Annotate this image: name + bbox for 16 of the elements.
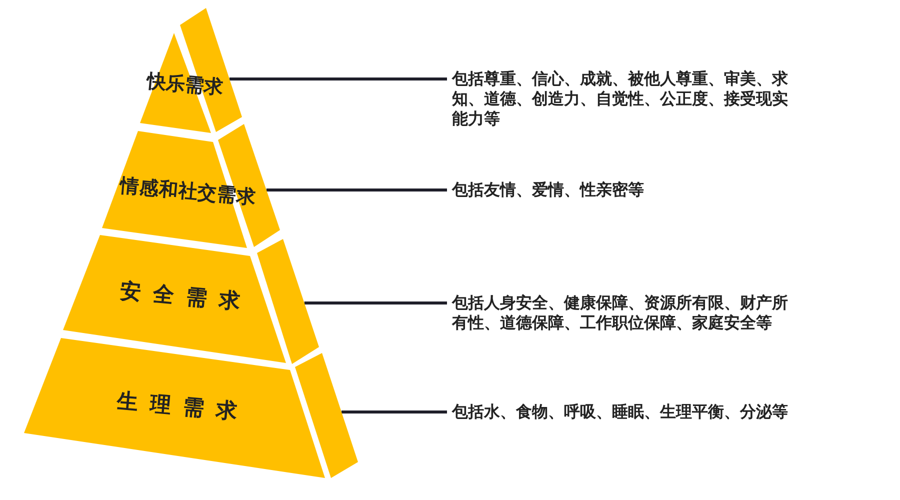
level-label: 快乐需求 xyxy=(146,71,224,99)
leader-line xyxy=(266,188,447,192)
description-text: 包括友情、爱情、性亲密等 xyxy=(452,180,802,200)
level-label: 情感和社交需求 xyxy=(119,176,257,208)
description-text: 包括尊重、信心、成就、被他人尊重、审美、求知、道德、创造力、自觉性、公正度、接受现实能力等 xyxy=(452,69,802,129)
level-label: 生理需求 xyxy=(116,390,250,424)
leader-line xyxy=(304,302,447,304)
pyramid-level xyxy=(140,8,242,133)
pyramid-level xyxy=(102,124,280,248)
pyramid-level xyxy=(63,235,319,364)
level-label: 安全需求 xyxy=(119,280,253,314)
leader-line xyxy=(341,410,447,414)
pyramid-level xyxy=(24,338,358,478)
leader-line xyxy=(229,78,447,80)
description-text: 包括人身安全、健康保障、资源所有限、财产所有性、道德保障、工作职位保障、家庭安全等 xyxy=(452,293,802,333)
description-text: 包括水、食物、呼吸、睡眠、生理平衡、分泌等 xyxy=(452,402,802,422)
